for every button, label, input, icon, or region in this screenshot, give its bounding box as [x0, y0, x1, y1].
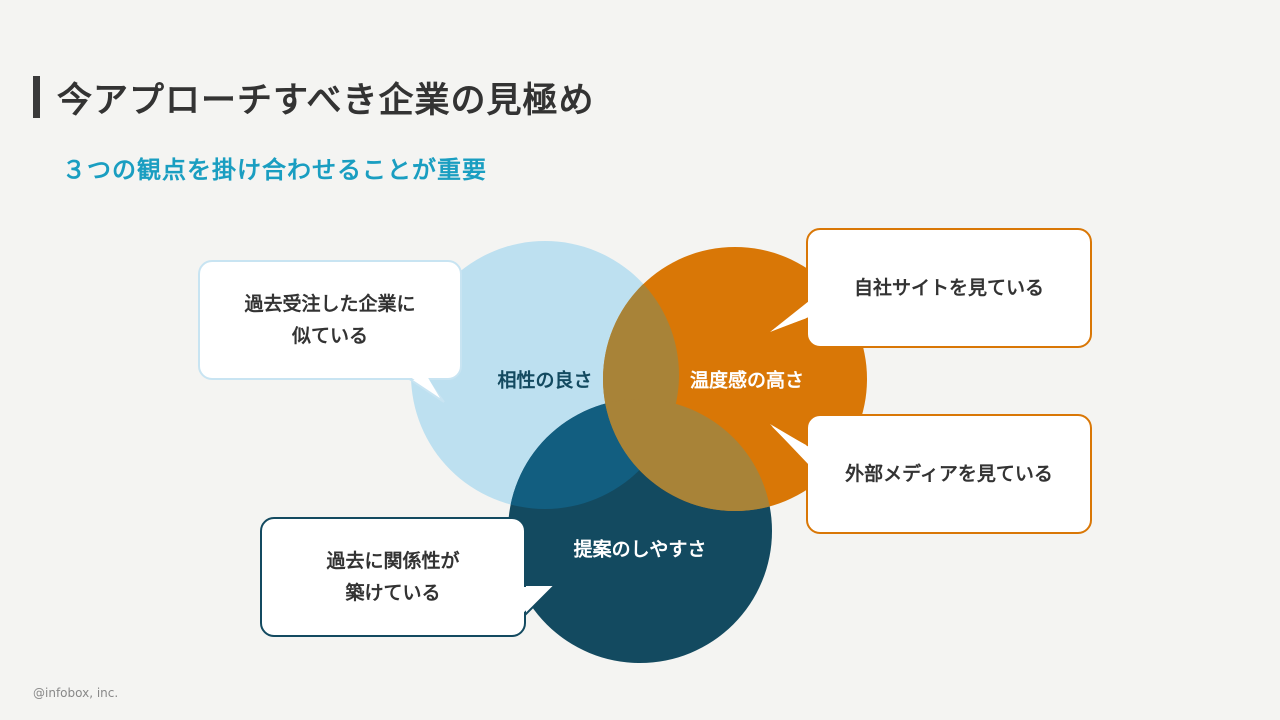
title-accent-bar: [33, 76, 40, 118]
callout-own-site: 自社サイトを見ている: [806, 228, 1092, 348]
page-subtitle: ３つの観点を掛け合わせることが重要: [62, 156, 487, 184]
label-ease: 提案のしやすさ: [573, 538, 707, 561]
callout-past-orders: 過去受注した企業に 似ている: [198, 260, 462, 380]
page-title: 今アプローチすべき企業の見極め: [57, 81, 595, 121]
callout-external-media: 外部メディアを見ている: [806, 414, 1092, 534]
label-compatibility: 相性の良さ: [497, 369, 593, 392]
footer-copyright: @infobox, inc.: [33, 686, 119, 700]
label-warmth: 温度感の高さ: [689, 369, 805, 392]
callout-relationship: 過去に関係性が 築けている: [260, 517, 526, 637]
overlap-compatibility-ease: [508, 399, 679, 509]
